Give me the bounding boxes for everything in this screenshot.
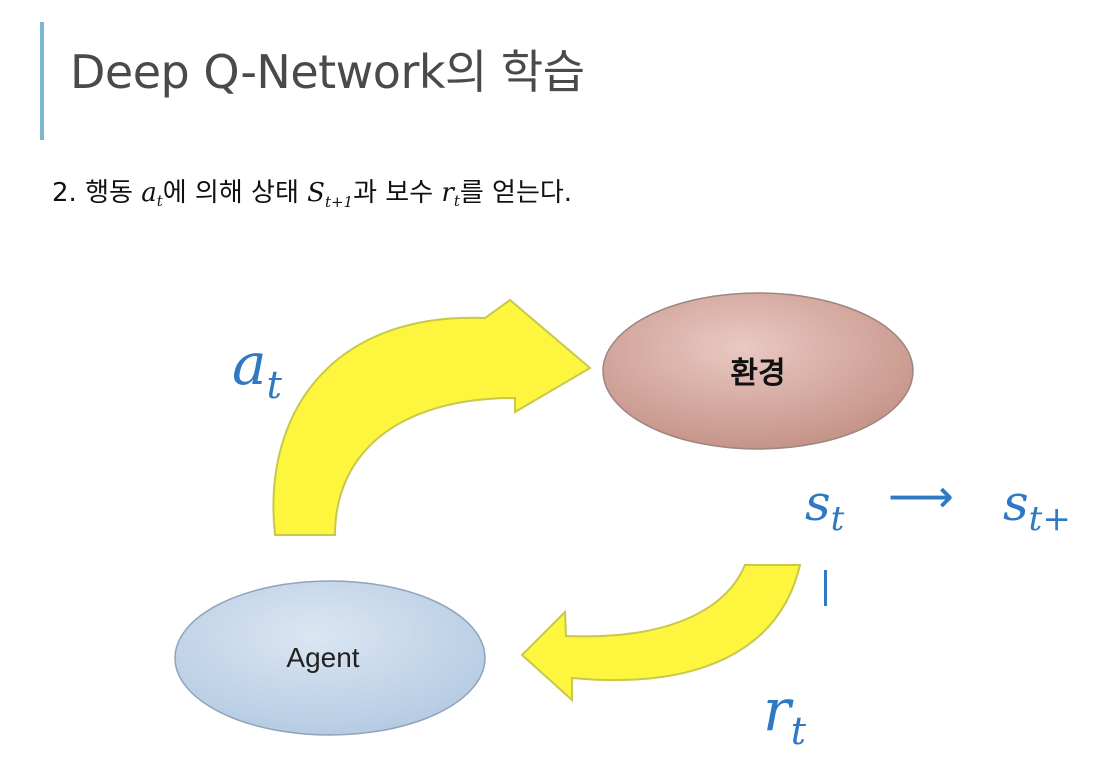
- reward-arrow: [520, 564, 802, 703]
- action-arrow: [272, 298, 592, 536]
- reward-label: rt: [763, 676, 807, 753]
- step-word-action: 행동: [85, 178, 133, 208]
- reward-symbol: rt: [441, 178, 460, 210]
- environment-label: 환경: [730, 357, 785, 390]
- step-text-mid: 에 의해 상태: [162, 178, 299, 208]
- step-text-and: 과 보수: [353, 178, 434, 208]
- next-state-symbol: St+1: [307, 178, 354, 211]
- environment-node: [602, 292, 914, 450]
- agent-label: Agent: [286, 642, 359, 673]
- step-description: 2. 행동 at에 의해 상태 St+1과 보수 rt를 얻는다.: [52, 172, 572, 211]
- action-label: at: [232, 330, 283, 407]
- transition-arrow: ⟶: [888, 469, 954, 523]
- state-to-label: st+: [1003, 474, 1071, 539]
- agent-node: [174, 580, 486, 736]
- action-symbol: at: [141, 178, 163, 210]
- page-title: Deep Q-Network의 학습: [70, 45, 585, 99]
- step-text-end: 를 얻는다.: [459, 178, 573, 208]
- step-number: 2.: [52, 178, 77, 208]
- title-accent-bar: [40, 22, 44, 140]
- state-from-label: st: [805, 474, 845, 539]
- cursor-mark: [824, 570, 827, 606]
